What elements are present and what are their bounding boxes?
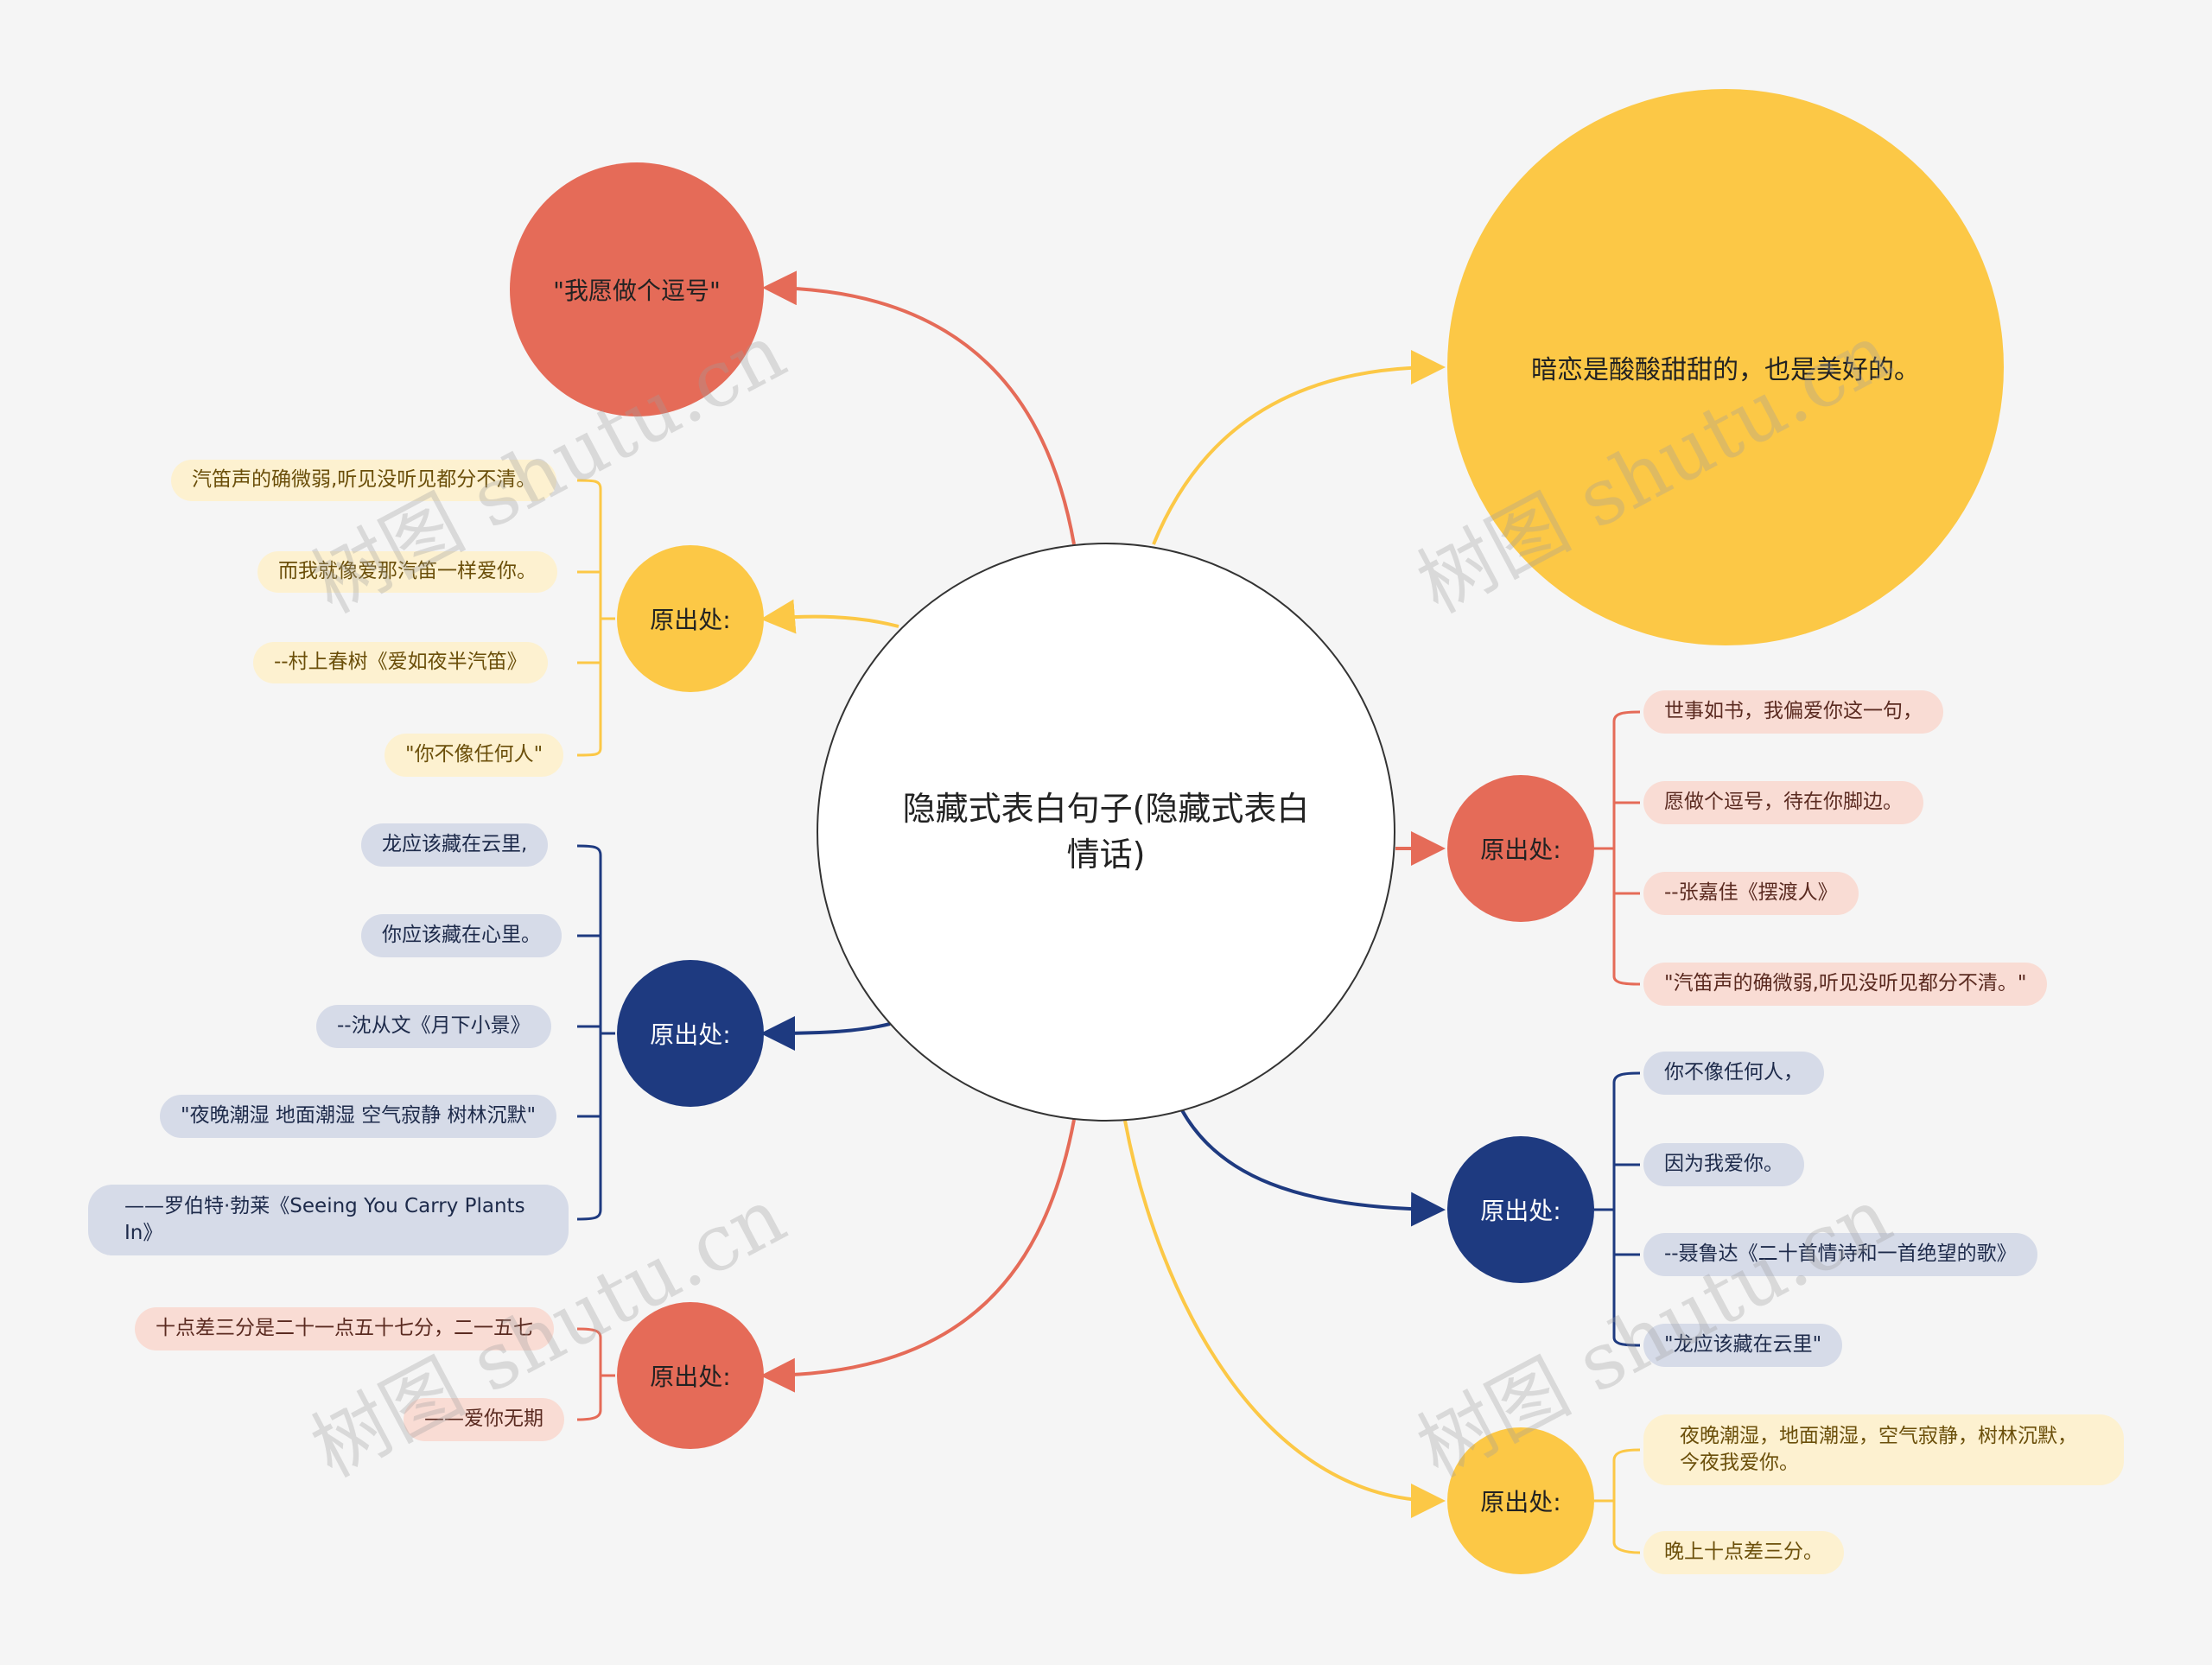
leaf-node[interactable]: 因为我爱你。: [1643, 1143, 1804, 1186]
leaf-node-label: 龙应该藏在云里,: [382, 833, 528, 856]
source-node-label: 原出处:: [650, 1020, 731, 1049]
central-topic[interactable]: 隐藏式表白句子(隐藏式表白情话): [817, 543, 1395, 1122]
source-node-label: 原出处:: [1480, 836, 1561, 864]
leaf-node-label: 汽笛声的确微弱,听见没听见都分不清。: [192, 468, 537, 492]
leaf-node[interactable]: 十点差三分是二十一点五十七分，二一五七: [135, 1307, 554, 1350]
central-topic-label: 隐藏式表白句子(隐藏式表白情话): [902, 789, 1310, 874]
leaf-node[interactable]: "夜晚潮湿 地面潮湿 空气寂静 树林沉默": [160, 1095, 557, 1138]
leaf-node[interactable]: "汽笛声的确微弱,听见没听见都分不清。": [1643, 963, 2048, 1006]
leaf-node-label: --村上春树《爱如夜半汽笛》: [274, 651, 527, 674]
source-node-right-yellow[interactable]: 原出处:: [1447, 1427, 1594, 1574]
source-node-label: 原出处:: [650, 1363, 731, 1391]
leaf-node[interactable]: 愿做个逗号，待在你脚边。: [1643, 781, 1923, 824]
leaf-node-label: --张嘉佳《摆渡人》: [1664, 881, 1838, 905]
leaf-node[interactable]: --村上春树《爱如夜半汽笛》: [253, 642, 548, 683]
leaf-node[interactable]: 你应该藏在心里。: [361, 914, 562, 957]
leaf-node[interactable]: 晚上十点差三分。: [1643, 1531, 1844, 1574]
leaf-node[interactable]: "龙应该藏在云里": [1643, 1324, 1843, 1367]
leaf-node-label: ——罗伯特·勃莱《Seeing You Carry Plants In》: [124, 1194, 525, 1244]
leaf-node-label: 晚上十点差三分。: [1664, 1541, 1823, 1564]
leaf-node[interactable]: --沈从文《月下小景》: [316, 1005, 551, 1048]
leaf-node-label: "你不像任何人": [405, 743, 543, 766]
source-node-left-yellow[interactable]: 原出处:: [617, 545, 764, 692]
leaf-node-label: 愿做个逗号，待在你脚边。: [1664, 791, 1903, 814]
leaf-node-label: 你不像任何人，: [1664, 1061, 1803, 1084]
leaf-node-label: --沈从文《月下小景》: [337, 1014, 531, 1038]
leaf-node[interactable]: ——爱你无期: [404, 1398, 564, 1441]
source-node-left-navy[interactable]: 原出处:: [617, 960, 764, 1107]
leaf-node[interactable]: 世事如书，我偏爱你这一句，: [1643, 690, 1943, 734]
leaf-node[interactable]: 汽笛声的确微弱,听见没听见都分不清。: [171, 460, 557, 501]
source-node-right-red[interactable]: 原出处:: [1447, 775, 1594, 922]
source-node-label: 原出处:: [1480, 1197, 1561, 1225]
leaf-node[interactable]: 龙应该藏在云里,: [361, 823, 549, 867]
leaf-node-label: --聂鲁达《二十首情诗和一首绝望的歌》: [1664, 1242, 2017, 1266]
leaf-node[interactable]: 而我就像爱那汽笛一样爱你。: [257, 551, 557, 593]
leaf-node-label: 十点差三分是二十一点五十七分，二一五七: [156, 1317, 533, 1340]
leaf-node[interactable]: 你不像任何人，: [1643, 1052, 1824, 1095]
leaf-node[interactable]: --张嘉佳《摆渡人》: [1643, 872, 1859, 915]
leaf-node-label: 你应该藏在心里。: [382, 924, 541, 947]
leaf-node-label: 而我就像爱那汽笛一样爱你。: [278, 560, 537, 583]
topic-node-top-left[interactable]: "我愿做个逗号": [510, 162, 764, 416]
leaf-node-label: ——爱你无期: [424, 1408, 543, 1431]
leaf-node-label: "汽笛声的确微弱,听见没听见都分不清。": [1664, 972, 2027, 995]
topic-node-label: 暗恋是酸酸甜甜的，也是美好的。: [1531, 355, 1920, 385]
leaf-node-label: "夜晚潮湿 地面潮湿 空气寂静 树林沉默": [181, 1104, 537, 1128]
source-node-right-navy[interactable]: 原出处:: [1447, 1136, 1594, 1283]
leaf-node-label: "龙应该藏在云里": [1664, 1333, 1822, 1357]
source-node-label: 原出处:: [1480, 1488, 1561, 1516]
leaf-node[interactable]: --聂鲁达《二十首情诗和一首绝望的歌》: [1643, 1233, 2037, 1276]
leaf-node-label: 世事如书，我偏爱你这一句，: [1664, 700, 1923, 723]
leaf-node-label: 夜晚潮湿，地面潮湿，空气寂静，树林沉默，今夜我爱你。: [1680, 1424, 2077, 1474]
source-node-left-red[interactable]: 原出处:: [617, 1302, 764, 1449]
topic-node-label: "我愿做个逗号": [553, 276, 721, 305]
leaf-node-label: 因为我爱你。: [1664, 1153, 1783, 1176]
leaf-node[interactable]: "你不像任何人": [385, 734, 564, 777]
leaf-node[interactable]: 夜晚潮湿，地面潮湿，空气寂静，树林沉默，今夜我爱你。: [1643, 1414, 2124, 1485]
leaf-node[interactable]: ——罗伯特·勃莱《Seeing You Carry Plants In》: [88, 1185, 569, 1255]
source-node-label: 原出处:: [650, 606, 731, 634]
topic-node-top-right[interactable]: 暗恋是酸酸甜甜的，也是美好的。: [1447, 89, 2004, 645]
